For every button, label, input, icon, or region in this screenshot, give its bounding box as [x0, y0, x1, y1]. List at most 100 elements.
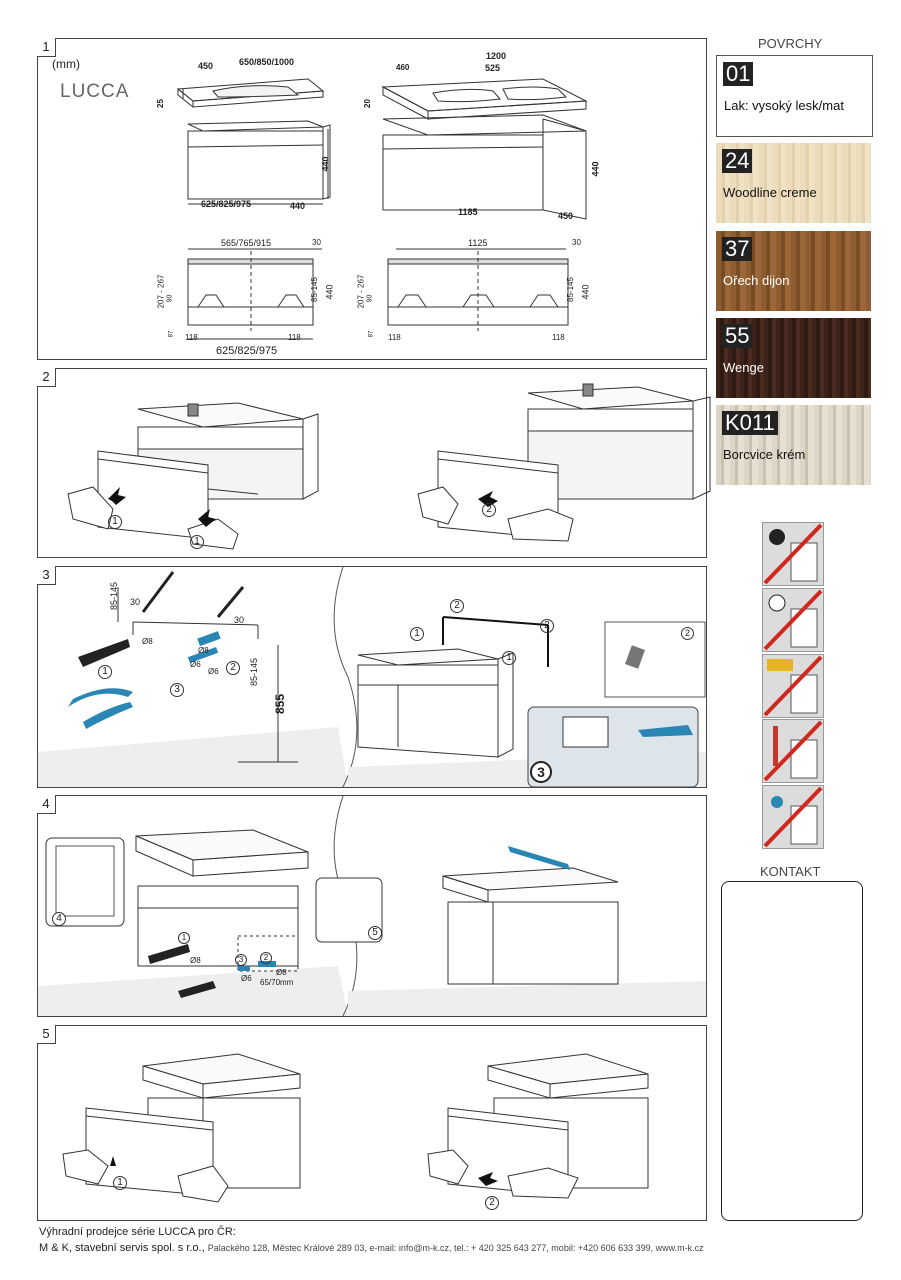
step-callout-3: 3: [235, 954, 247, 966]
dim-85-145-left: 85-145: [109, 581, 120, 611]
povrchy-title: POVRCHY: [758, 36, 823, 51]
step-number: 3: [37, 566, 56, 585]
dim-30-right: 30: [572, 238, 581, 247]
step-callout-1b: 1: [410, 627, 424, 641]
step-number: 2: [37, 368, 56, 387]
no-solvent-icon: [762, 654, 824, 718]
dim-30-right: 30: [234, 615, 245, 625]
step-callout-2: 2: [226, 661, 240, 675]
step-callout-2: 2: [260, 952, 272, 964]
drill-d8-b: Ø8: [276, 968, 287, 977]
series-name: LUCCA: [60, 81, 130, 102]
kontakt-box: [721, 881, 863, 1221]
step-1-panel: 1 (mm) LUCCA 450 650/850/1000 25 440 625…: [37, 38, 707, 360]
footer-company: M & K, stavební servis spol. s r.o.,: [39, 1242, 205, 1254]
dim-625: 625/825/975: [216, 345, 278, 357]
no-heat-icon: [762, 719, 824, 783]
footer-line-2: M & K, stavební servis spol. s r.o., Pal…: [39, 1242, 704, 1254]
dim-565: 565/765/915: [221, 238, 272, 248]
finish-swatch-37: 37 Ořech dijon: [716, 231, 871, 311]
dim-30-left: 30: [130, 597, 141, 607]
step-2-panel: 2 1 1 2: [37, 368, 711, 558]
finish-name: Borcvice krém: [723, 447, 806, 462]
step-callout-3b: 3: [530, 761, 552, 783]
dim-width-top: 650/850/1000: [239, 57, 295, 67]
step-callout-5: 5: [368, 926, 382, 940]
cabinet-60-drawing: [176, 78, 331, 205]
dim-30: 30: [312, 238, 321, 247]
dim-460: 460: [396, 63, 410, 72]
dim-87-right: 87: [368, 330, 375, 338]
dim-207-right: 207 - 267: [356, 274, 366, 309]
dim-118-b: 118: [288, 333, 301, 342]
finish-swatch-01: 01 Lak: vysoký lesk/mat: [716, 55, 873, 137]
dowel-d6: Ø6: [241, 974, 252, 983]
basin-mounting-drawing: [38, 795, 706, 1017]
step-callout-2b: 2: [450, 599, 464, 613]
dim-525: 525: [485, 63, 501, 73]
step-callout-1b: 1: [190, 535, 204, 549]
finish-code: 01: [723, 62, 754, 86]
finish-swatch-k011: K011 Borcvice krém: [716, 405, 871, 485]
dim-85-145-right: 85-145: [565, 277, 575, 302]
screw-length: 65/70mm: [260, 978, 294, 987]
footer-contact: Palackého 128, Městec Králové 289 03, e-…: [207, 1243, 704, 1253]
dim-1200: 1200: [486, 51, 507, 61]
cabinet-120-drawing: [381, 78, 588, 220]
dim-118-b-right: 118: [552, 333, 565, 342]
unit-label: (mm): [52, 57, 80, 71]
step-number: 1: [37, 38, 56, 57]
no-sunlight-icon: [762, 588, 824, 652]
dim-85-145-right: 85-145: [249, 657, 260, 687]
dim-440-right: 440: [580, 284, 591, 300]
finish-name: Ořech dijon: [723, 273, 790, 288]
finish-name: Wenge: [723, 360, 764, 375]
step-callout-2c: 2: [540, 619, 554, 633]
step-callout-2: 2: [482, 503, 496, 517]
dim-1125: 1125: [468, 238, 488, 248]
cabinet-60-section-drawing: [187, 248, 322, 340]
finish-code: K011: [722, 411, 778, 435]
finish-swatch-55: 55 Wenge: [716, 318, 871, 398]
dim-440-d: 440: [290, 201, 306, 211]
drill-d8-a: Ø8: [190, 956, 201, 965]
drawer-insert-final-drawing: [62, 1053, 649, 1203]
step-callout-2d: 2: [681, 627, 694, 640]
finish-code: 37: [722, 237, 753, 261]
finish-name: Woodline creme: [723, 185, 817, 200]
drill-d8-b: Ø8: [198, 646, 209, 655]
dim-855: 855: [273, 693, 288, 715]
drawer-insert-drawing-right: [417, 383, 711, 542]
dowel-d6-a: Ø6: [190, 660, 201, 669]
dim-118-a-right: 118: [388, 333, 401, 342]
step-callout-4: 4: [52, 912, 66, 926]
finish-code: 24: [722, 149, 753, 173]
dim-90-right: 90: [366, 294, 374, 303]
step-4-panel: 4 Ø8 Ø8 Ø6 65/70mm 1 2 3 4 5: [37, 795, 707, 1017]
finish-name: Lak: vysoký lesk/mat: [724, 98, 844, 113]
no-water-icon: [762, 785, 824, 849]
step-number: 4: [37, 795, 56, 814]
footer-line-1: Výhradní prodejce série LUCCA pro ČR:: [39, 1226, 236, 1238]
dim-1185: 1185: [458, 207, 478, 217]
dim-450-right: 450: [558, 211, 574, 221]
drawer-insert-drawing-left: [67, 402, 319, 550]
drill-d8-a: Ø8: [142, 637, 153, 646]
kontakt-title: KONTAKT: [760, 864, 821, 879]
step-callout-1c: 1: [502, 651, 516, 665]
cabinet-120-section-drawing: [387, 248, 569, 331]
dim-450: 450: [198, 61, 214, 71]
finish-code: 55: [722, 324, 753, 348]
finish-swatch-24: 24 Woodline creme: [716, 143, 871, 223]
step-callout-3: 3: [170, 683, 184, 697]
step-callout-1: 1: [113, 1176, 127, 1190]
step-callout-1: 1: [178, 932, 190, 944]
dim-width-bottom: 625/825/975: [201, 199, 252, 209]
step-callout-1: 1: [98, 665, 112, 679]
dowel-d6-b: Ø6: [208, 667, 219, 676]
step-5-panel: 5 1 2: [37, 1025, 707, 1221]
step-3-panel: 3: [37, 566, 707, 788]
step-callout-2: 2: [485, 1196, 499, 1210]
step-callout-1a: 1: [108, 515, 122, 529]
dim-118-a: 118: [185, 333, 198, 342]
